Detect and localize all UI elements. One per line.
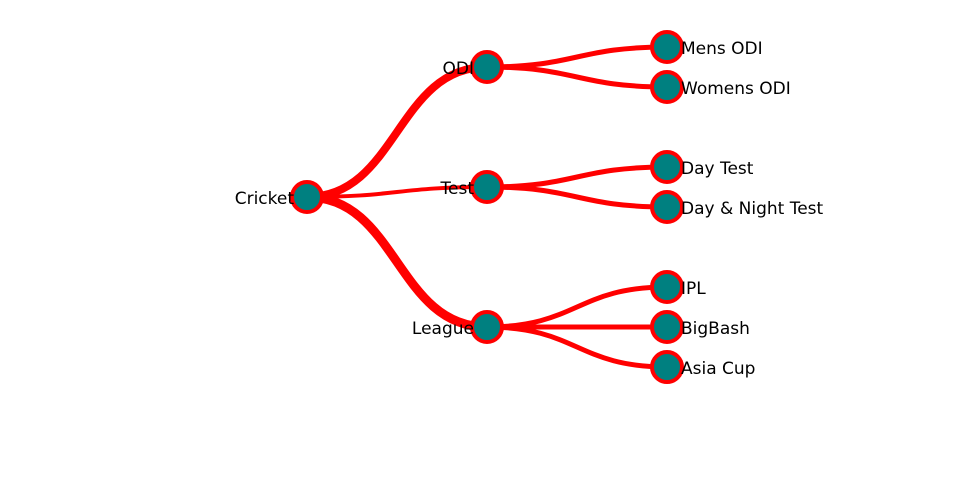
link-cricket-league [306,192,488,332]
node-label: Asia Cup [681,359,755,379]
node-label: Womens ODI [681,79,791,99]
node-league[interactable]: League [412,310,504,344]
node-circle[interactable] [470,170,504,204]
node-day-test[interactable]: Day Test [650,150,754,184]
link-cricket-odi [306,63,488,201]
node-label: ODI [443,59,475,79]
node-asia-cup[interactable]: Asia Cup [650,350,755,384]
node-label: Day Test [681,159,754,179]
node-circle[interactable] [650,190,684,224]
node-ipl[interactable]: IPL [650,270,706,304]
link-cricket-test [306,185,488,199]
link-test-day-test [486,164,668,190]
node-circle[interactable] [650,270,684,304]
link-league-ipl [486,284,668,330]
node-mens-odi[interactable]: Mens ODI [650,30,763,64]
node-test[interactable]: Test [440,170,504,204]
node-circle[interactable] [650,310,684,344]
link-odi-mens-odi [486,44,668,70]
node-womens-odi[interactable]: Womens ODI [650,70,791,104]
node-day-night-test[interactable]: Day & Night Test [650,190,824,224]
node-circle[interactable] [650,150,684,184]
node-circle[interactable] [650,350,684,384]
links [306,44,668,370]
node-label: Test [440,179,475,199]
link-odi-womens-odi [486,64,668,90]
node-label: Cricket [235,189,295,209]
node-label: IPL [681,279,706,299]
node-odi[interactable]: ODI [443,50,504,84]
link-test-day-night-test [486,184,668,210]
node-bigbash[interactable]: BigBash [650,310,750,344]
node-cricket[interactable]: Cricket [235,180,324,214]
node-label: League [412,319,474,339]
link-league-asia-cup [486,324,668,370]
node-circle[interactable] [290,180,324,214]
node-label: BigBash [681,319,750,339]
node-circle[interactable] [470,310,504,344]
node-label: Mens ODI [681,39,763,59]
node-circle[interactable] [650,30,684,64]
node-circle[interactable] [650,70,684,104]
node-label: Day & Night Test [681,199,824,219]
node-circle[interactable] [470,50,504,84]
